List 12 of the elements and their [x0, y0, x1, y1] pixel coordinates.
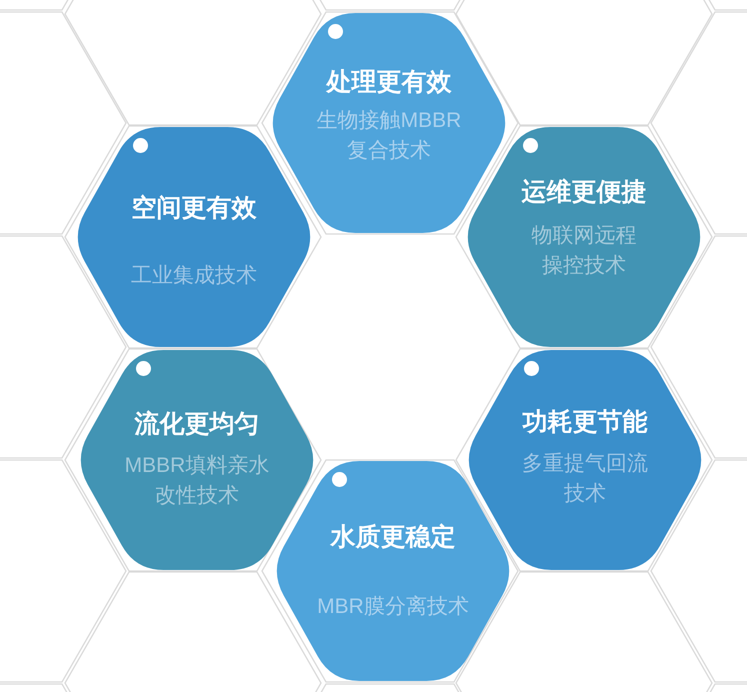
tile-title: 运维更便捷 [522, 177, 646, 207]
tile-title: 水质更稳定 [330, 522, 456, 552]
tile-title: 空间更有效 [132, 193, 256, 223]
tile-description: 生物接触MBBR复合技术 [316, 108, 462, 164]
tile-description: MBR膜分离技术 [317, 594, 469, 620]
tile-description: 多重提气回流技术 [521, 451, 649, 507]
tile-title: 处理更有效 [326, 67, 452, 97]
tile-description: 物联网远程操控技术 [530, 223, 638, 279]
tile-description: MBBR填料亲水改性技术 [124, 453, 270, 509]
tile-description: 工业集成技术 [131, 263, 257, 289]
tile-title: 功耗更节能 [522, 407, 648, 437]
tile-title: 流化更均匀 [134, 409, 260, 439]
